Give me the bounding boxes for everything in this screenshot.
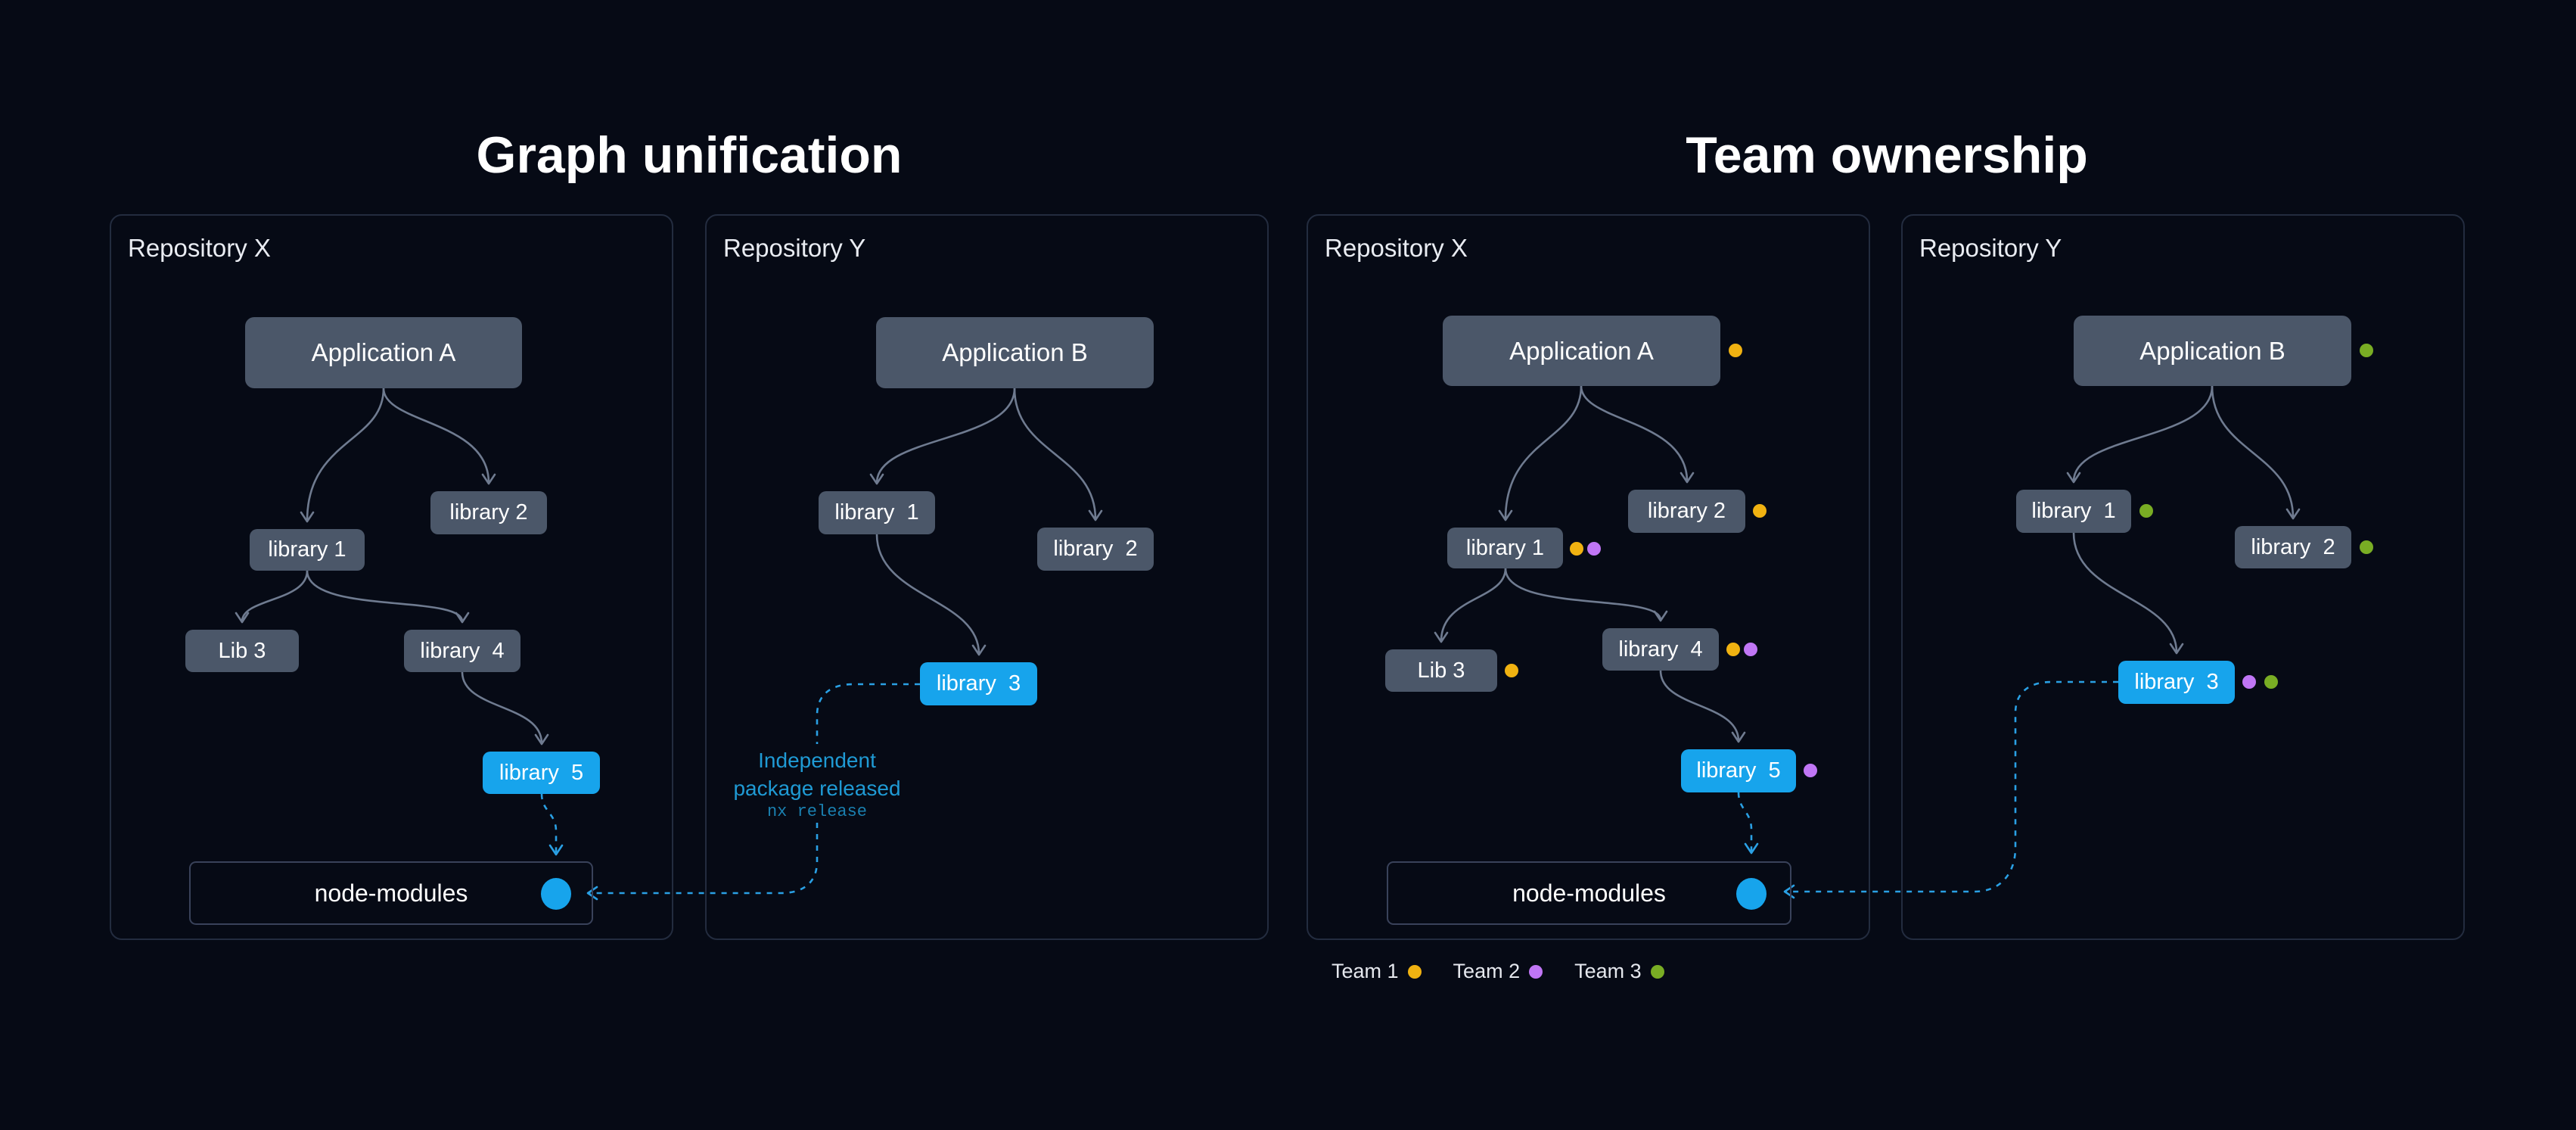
legend-label: Team 3 bbox=[1574, 960, 1642, 982]
node-library-2: library 2 bbox=[1037, 528, 1154, 571]
node-application-a: Application A bbox=[245, 317, 522, 388]
panel-repository-x-right: Repository X bbox=[1307, 214, 1870, 940]
legend-label: Team 2 bbox=[1453, 960, 1521, 982]
legend-label: Team 1 bbox=[1332, 960, 1399, 982]
node-library-4: library 4 bbox=[404, 630, 520, 672]
node-library-4: library 4 bbox=[1602, 628, 1719, 671]
team1-dot bbox=[1407, 964, 1422, 979]
node-modules-box: node-modules bbox=[1387, 861, 1791, 925]
panel-repository-y-left: Repository Y bbox=[705, 214, 1269, 940]
section-title-graph-unification: Graph unification bbox=[476, 126, 903, 184]
node-library-2: library 2 bbox=[2235, 526, 2351, 568]
team1-dot bbox=[1729, 344, 1742, 357]
node-library-3-published: library 3 bbox=[920, 662, 1037, 705]
team3-dot bbox=[2360, 344, 2373, 357]
release-annotation: Independent package released bbox=[711, 746, 923, 802]
release-annotation-line1: Independent bbox=[758, 749, 876, 772]
published-package-dot bbox=[1736, 878, 1767, 910]
team2-dot bbox=[1587, 542, 1601, 556]
team1-dot bbox=[1753, 504, 1767, 518]
team1-dot bbox=[1726, 643, 1740, 656]
node-lib-3: Lib 3 bbox=[1385, 649, 1497, 692]
node-application-b: Application B bbox=[2074, 316, 2351, 386]
team2-dot bbox=[1804, 764, 1817, 777]
team-legend: Team 1 Team 2 Team 3 bbox=[1332, 960, 1664, 983]
panel-title: Repository Y bbox=[723, 234, 866, 262]
panel-repository-y-right: Repository Y bbox=[1901, 214, 2465, 940]
node-library-1: library 1 bbox=[1447, 528, 1563, 568]
node-library-3-published: library 3 bbox=[2118, 661, 2235, 704]
team1-dot bbox=[1570, 542, 1583, 556]
team1-dot bbox=[1505, 664, 1518, 677]
node-application-b: Application B bbox=[876, 317, 1154, 388]
node-library-2: library 2 bbox=[430, 491, 547, 534]
team3-dot bbox=[2360, 540, 2373, 554]
panel-title: Repository X bbox=[128, 234, 271, 262]
team2-dot bbox=[1744, 643, 1757, 656]
panel-title: Repository X bbox=[1325, 234, 1468, 262]
panel-repository-x-left: Repository X bbox=[110, 214, 673, 940]
legend-item-team3: Team 3 bbox=[1574, 960, 1664, 983]
node-application-a: Application A bbox=[1443, 316, 1720, 386]
node-library-2: library 2 bbox=[1628, 490, 1745, 533]
node-library-1: library 1 bbox=[819, 491, 935, 534]
team2-dot bbox=[2242, 675, 2256, 689]
release-annotation-line2: package released bbox=[733, 777, 901, 800]
team3-dot bbox=[1650, 964, 1664, 979]
node-library-1: library 1 bbox=[2016, 490, 2131, 533]
team3-dot bbox=[2264, 675, 2278, 689]
node-library-1: library 1 bbox=[250, 529, 365, 571]
node-library-5-published: library 5 bbox=[483, 752, 600, 794]
node-lib-3: Lib 3 bbox=[185, 630, 299, 672]
panel-title: Repository Y bbox=[1919, 234, 2062, 262]
legend-item-team1: Team 1 bbox=[1332, 960, 1422, 983]
node-modules-box: node-modules bbox=[189, 861, 593, 925]
section-title-team-ownership: Team ownership bbox=[1686, 126, 2088, 184]
node-library-5-published: library 5 bbox=[1681, 749, 1796, 792]
team2-dot bbox=[1529, 964, 1543, 979]
legend-item-team2: Team 2 bbox=[1453, 960, 1543, 983]
published-package-dot bbox=[541, 878, 571, 910]
nx-release-command: nx release bbox=[766, 802, 868, 821]
team3-dot bbox=[2139, 504, 2153, 518]
